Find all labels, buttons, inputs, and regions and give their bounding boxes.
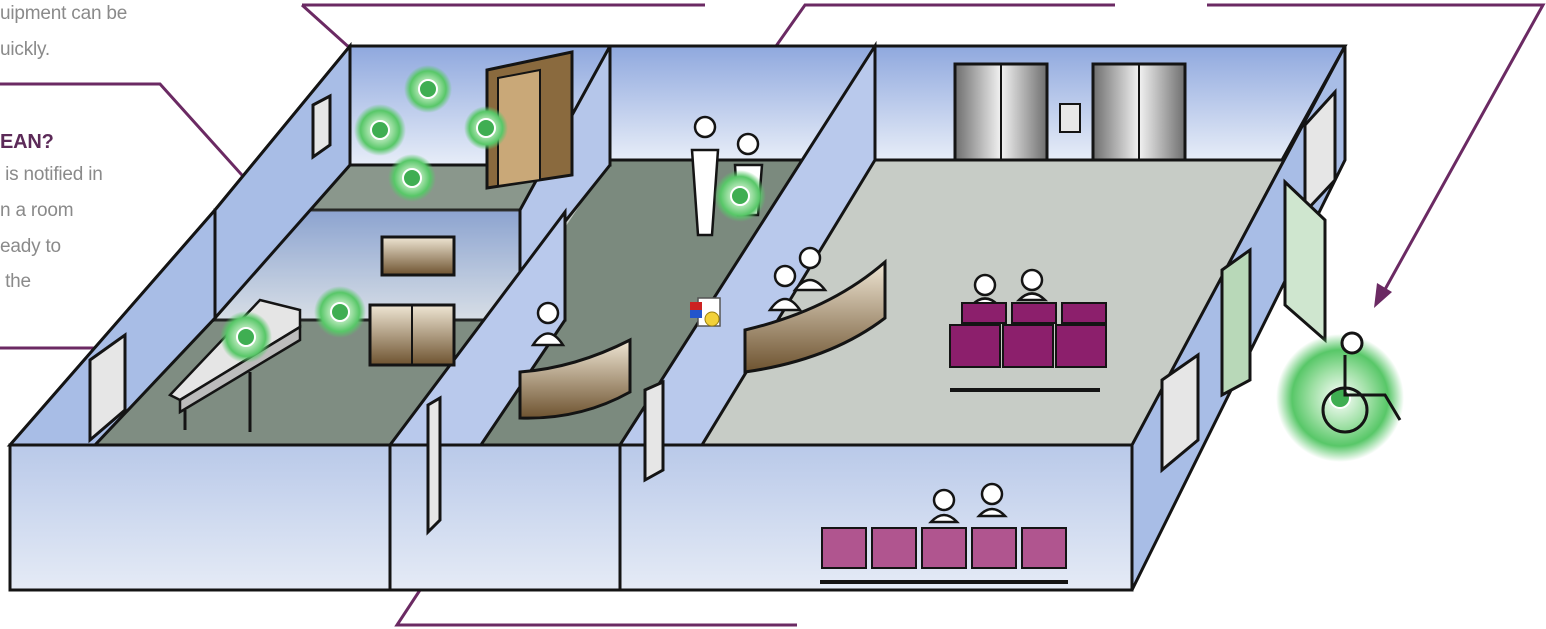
window: [645, 382, 663, 480]
file-transfer-icon: [688, 296, 724, 330]
person-icon: [972, 275, 998, 305]
rfid-tag-icon: [314, 286, 366, 338]
rfid-tag-icon: [354, 104, 406, 156]
rfid-tag-icon: [714, 170, 766, 222]
chair-icon: [822, 528, 866, 568]
rfid-tag-icon: [404, 65, 452, 113]
chair-icon: [872, 528, 916, 568]
chair-icon: [972, 528, 1016, 568]
chair-icon: [922, 528, 966, 568]
rfid-tag-icon: [464, 106, 508, 150]
elevator-call-button: [1060, 104, 1080, 132]
chair-icon: [1056, 303, 1106, 367]
chair-icon: [1022, 528, 1066, 568]
rfid-tag-icon: [388, 154, 436, 202]
rfid-tag-icon: [1276, 334, 1404, 462]
person-icon: [931, 490, 957, 522]
person-icon: [1019, 270, 1045, 300]
window: [313, 96, 330, 157]
person-icon: [979, 484, 1005, 516]
rfid-tag-icon: [220, 311, 272, 363]
window: [428, 398, 440, 532]
arrowhead: [1374, 283, 1392, 308]
